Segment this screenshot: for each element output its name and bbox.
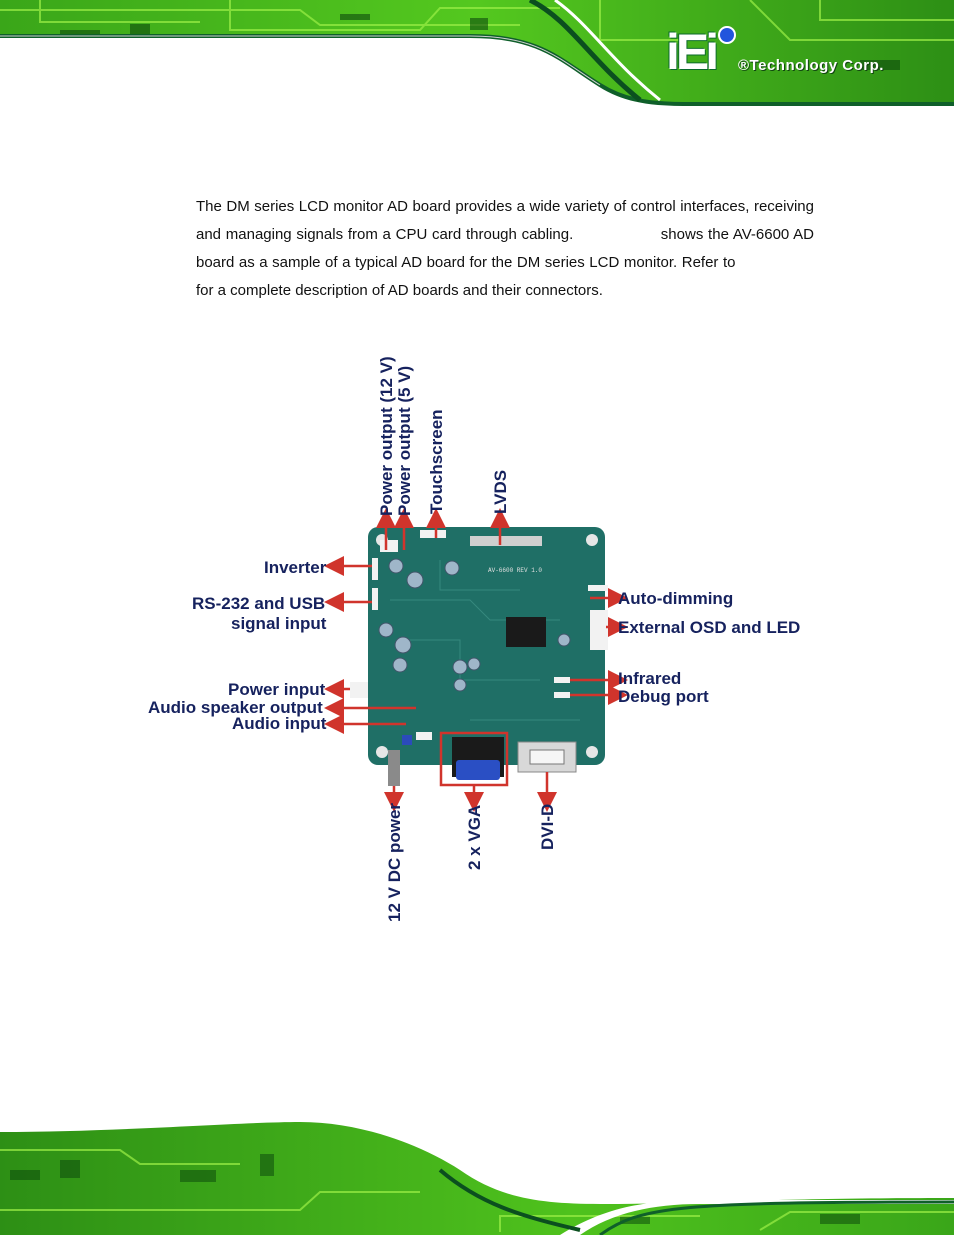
label-debug-port: Debug port bbox=[618, 687, 709, 706]
label-power-input: Power input bbox=[228, 680, 326, 699]
label-touchscreen: Touchscreen bbox=[427, 409, 446, 514]
logo-dot-icon bbox=[718, 26, 736, 44]
board-silkscreen: AV-6600 REV 1.0 bbox=[488, 567, 542, 574]
board-illustration: AV-6600 REV 1.0 bbox=[324, 508, 628, 812]
label-auto-dimming: Auto-dimming bbox=[618, 589, 734, 608]
paragraph-text-3: for a complete description of AD boards … bbox=[196, 282, 603, 299]
label-audio-speaker-output: Audio speaker output bbox=[148, 698, 323, 717]
label-inverter: Inverter bbox=[264, 558, 327, 577]
label-12v-dc-power: 12 V DC power bbox=[385, 802, 404, 922]
label-rs232-usb: RS-232 and USB bbox=[192, 594, 326, 613]
paragraph-text-1: The DM series LCD monitor AD board provi… bbox=[196, 198, 814, 243]
header-circuit-banner bbox=[0, 0, 954, 112]
label-2x-vga: 2 x VGA bbox=[465, 804, 484, 870]
ad-board-figure: AV-6600 REV 1.0 Power output (12 V) Powe… bbox=[140, 340, 820, 930]
dc-jack bbox=[388, 750, 400, 786]
label-lvds: LVDS bbox=[491, 469, 510, 514]
vga-connector bbox=[456, 760, 500, 780]
label-audio-input: Audio input bbox=[232, 714, 327, 733]
logo-text: ®Technology Corp. bbox=[738, 57, 884, 74]
body-paragraph: The DM series LCD monitor AD board provi… bbox=[196, 193, 814, 305]
iei-logo-mark: iEi bbox=[666, 24, 719, 80]
footer-circuit-banner bbox=[0, 1122, 954, 1235]
label-external-osd-led: External OSD and LED bbox=[618, 618, 801, 637]
label-power-output-5v: Power output (5 V) bbox=[395, 365, 414, 516]
label-power-output-12v: Power output (12 V) bbox=[377, 356, 396, 516]
label-dvi-d: DVI-D bbox=[538, 803, 557, 850]
paragraph-text-2: shows the AV-6600 AD board as a sample o… bbox=[196, 226, 815, 271]
label-infrared: Infrared bbox=[618, 669, 682, 688]
company-logo: iEi ®Technology Corp. bbox=[666, 24, 946, 84]
pcb-board bbox=[368, 527, 605, 765]
label-signal-input: signal input bbox=[231, 614, 327, 633]
main-chip bbox=[506, 617, 546, 647]
